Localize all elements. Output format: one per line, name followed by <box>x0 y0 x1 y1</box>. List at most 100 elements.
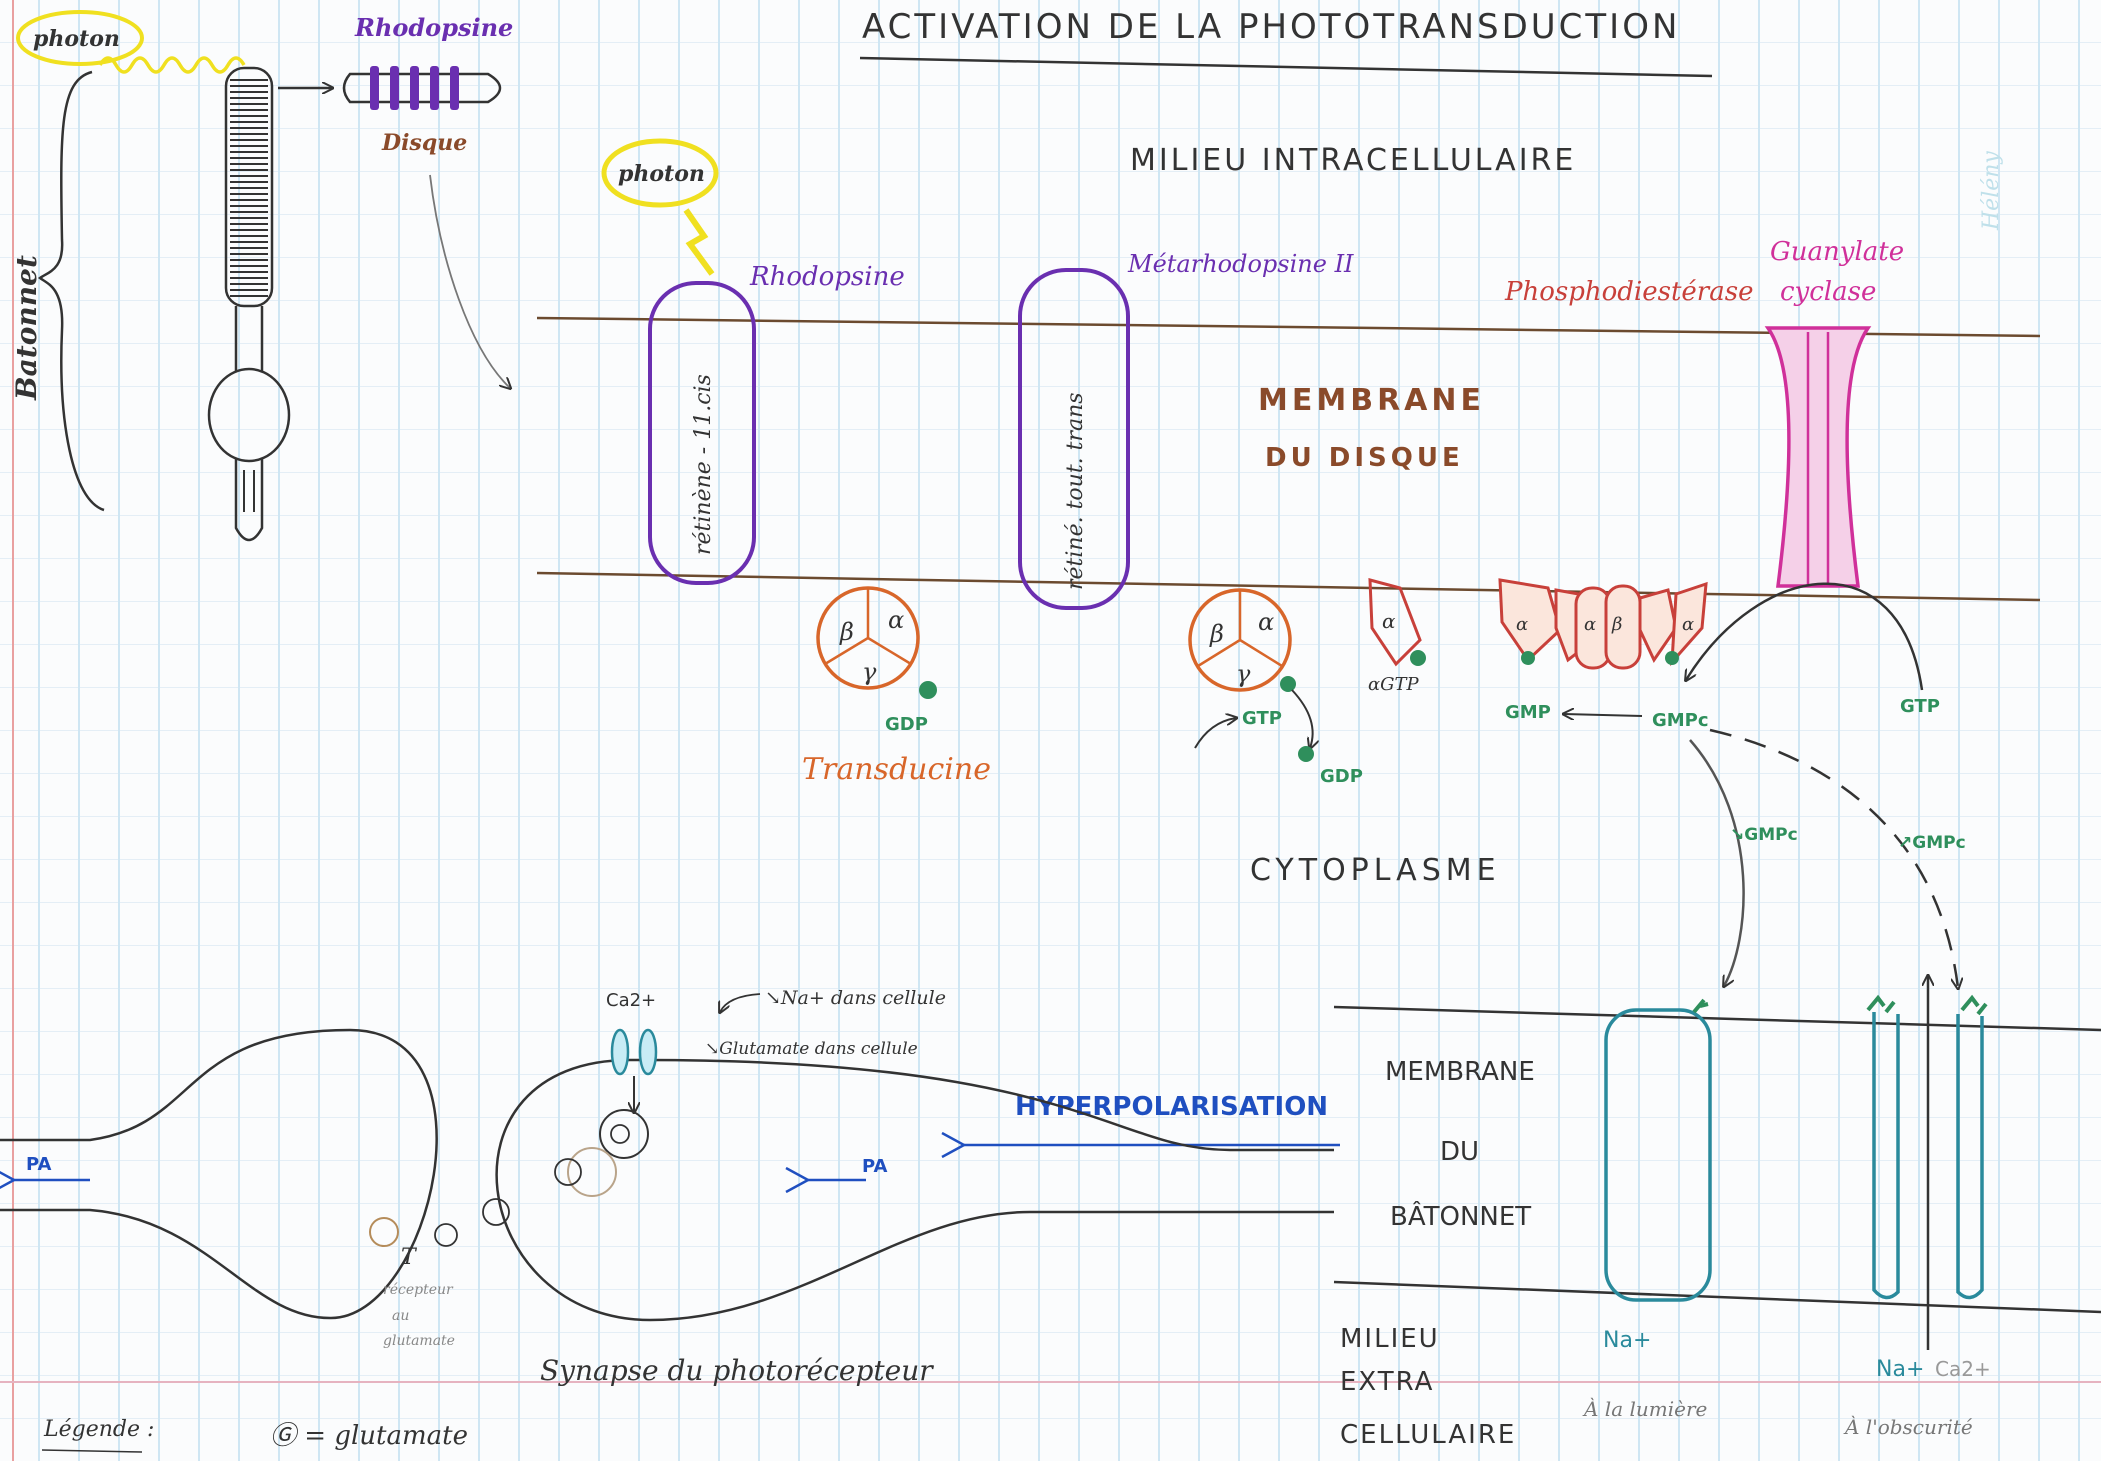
rod-inner-segment <box>234 306 264 372</box>
pde-subunit <box>1498 578 1562 663</box>
gdp-release-arrow <box>1291 689 1313 748</box>
rhodopsin-label: Rhodopsine <box>749 262 905 292</box>
notebook-margin-line <box>12 0 14 1461</box>
extracellular-label-2: EXTRA <box>1340 1367 1434 1397</box>
metarhodopsin-protein <box>1018 268 1130 610</box>
legend-title: Légende : <box>43 1417 154 1442</box>
glutamate-vesicle <box>567 1147 617 1197</box>
glutamate-receptor-bound <box>369 1217 399 1247</box>
page-title: ACTIVATION DE LA PHOTOTRANSDUCTION <box>862 7 1680 47</box>
channel-open-gmpc-mark <box>1960 994 1988 1016</box>
guanylate-label-2: cyclase <box>1780 277 1876 307</box>
alpha-gtp-label: αGTP <box>1368 674 1420 695</box>
rod-membrane-label-2: DU <box>1440 1137 1479 1167</box>
pa-right-label: PA <box>862 1156 888 1177</box>
photon-label-top: photon <box>33 26 120 52</box>
cgmp-channel-open-right <box>1956 1014 1984 1300</box>
presynaptic-terminal <box>495 1058 1334 1322</box>
ca-channel-left <box>610 1028 630 1076</box>
retinene-cis-label: rétinène - 11.cis <box>691 374 716 555</box>
rod-membrane-label-1: MEMBRANE <box>1385 1057 1535 1087</box>
legend-glutamate: Ⓖ = glutamate <box>270 1421 468 1451</box>
rod-side-label: Batonnet <box>10 255 43 401</box>
alpha-subunit-active: α <box>1258 608 1274 636</box>
rhodopsin-mark <box>390 66 399 110</box>
rod-overview: photon Batonnet Rhodopsine Disque <box>10 10 513 542</box>
dark-condition-label: À l'obscurité <box>1843 1415 1973 1439</box>
disk-membrane-label-1: MEMBRANE <box>1258 383 1485 418</box>
rhodopsin-mark <box>370 66 379 110</box>
light-condition-label: À la lumière <box>1582 1397 1707 1421</box>
rod-outer-segment <box>224 66 274 308</box>
alpha-gtp-dot <box>1410 650 1426 666</box>
pde-gtp-dot <box>1521 651 1535 665</box>
pde-beta: β <box>1611 614 1622 635</box>
receptor-label-1: récepteur <box>383 1282 454 1298</box>
ca-channel-label: Ca2+ <box>606 990 656 1011</box>
na-light-label: Na+ <box>1603 1328 1651 1353</box>
na-note: ↘Na+ dans cellule <box>765 987 946 1009</box>
metarhodopsin-label: Métarhodopsine II <box>1127 250 1354 278</box>
rod-membrane-label-3: BÂTONNET <box>1390 1200 1531 1232</box>
notebook-bottom-line <box>0 1381 2101 1383</box>
pde-label: Phosphodiestérase <box>1504 277 1753 307</box>
author-watermark: Hélény <box>1979 151 2004 231</box>
rhodopsin-mark <box>410 66 419 110</box>
photon-wave <box>98 56 246 74</box>
photon-bubble-panel <box>601 138 719 208</box>
note-arrow <box>720 993 761 1012</box>
gdp-dot <box>919 681 937 699</box>
gmpc-light-arrow <box>1689 739 1745 986</box>
cgmp-channel-closed <box>1604 1008 1712 1302</box>
ca-channel-right <box>638 1028 658 1076</box>
gtp-cyclase-label: GTP <box>1900 696 1940 717</box>
pde-subunit <box>1670 581 1708 667</box>
intracellular-label: MILIEU INTRACELLULAIRE <box>1130 143 1576 178</box>
postsynaptic-cell <box>0 1028 438 1320</box>
pde-alpha-3: α <box>1682 614 1694 635</box>
rod-nucleus <box>207 367 291 463</box>
rhodopsin-mark <box>450 66 459 110</box>
disk-membrane-bottom <box>536 571 2041 602</box>
gtp-binding-arrow <box>1194 718 1236 749</box>
alpha-gtp-alpha: α <box>1382 609 1396 633</box>
gtp-dot <box>1280 676 1296 692</box>
synapse-panel: PA PA Ca2+ ↘Na+ dans cellule ↘Glutamate … <box>0 987 1334 1387</box>
glutamate-vesicle <box>554 1158 582 1186</box>
beta-subunit: β <box>839 618 854 646</box>
pde-complex: α α β α <box>1498 578 1708 670</box>
rod-terminal-inner <box>243 470 255 512</box>
gmpc-increase-label: ↗GMPc <box>1898 833 1966 853</box>
glutamate-note: ↘Glutamate dans cellule <box>705 1039 918 1059</box>
transducin-subunit-lines <box>824 588 912 666</box>
glutamate-released <box>434 1223 458 1247</box>
rod-synaptic-terminal <box>234 458 264 542</box>
zoom-arrow-to-membrane <box>429 174 510 388</box>
rod-disk-stack <box>230 79 268 297</box>
title-underline <box>859 56 1713 78</box>
photon-bubble <box>16 10 144 66</box>
gmpc-decrease-label: ↘GMPc <box>1730 825 1798 845</box>
rhodopsin-label-top: Rhodopsine <box>354 13 513 42</box>
transducin-active: β α γ GTP GDP <box>1188 588 1363 787</box>
alpha-gtp-shape <box>1368 578 1422 667</box>
retinene-trans-label: rétiné. tout. trans <box>1063 392 1088 590</box>
photon-label-panel: photon <box>618 161 705 187</box>
receptor-label-2: au <box>392 1308 409 1324</box>
photon-lightning <box>683 208 715 276</box>
gmpc-dark-arrow <box>1709 728 1958 988</box>
gmpc-label: GMPc <box>1652 710 1709 731</box>
guanylate-cyclase-inner <box>1806 332 1830 584</box>
gdp-released-label: GDP <box>1320 766 1363 787</box>
legend-underline <box>41 1449 143 1453</box>
cgmp-channel-open-left <box>1872 1012 1900 1300</box>
cytoplasm-label: CYTOPLASME <box>1250 853 1501 888</box>
rod-brace <box>37 70 105 512</box>
glutamate-vesicle <box>599 1109 649 1159</box>
transducin-label: Transducine <box>802 752 991 787</box>
gamma-subunit: γ <box>862 658 877 686</box>
pde-subunit <box>1638 588 1678 664</box>
cyclase-synthesis-arrow <box>1686 582 1924 691</box>
rod-membrane-panel: MEMBRANE DU BÂTONNET MILIEU EXTRA CELLUL… <box>1333 976 2101 1450</box>
